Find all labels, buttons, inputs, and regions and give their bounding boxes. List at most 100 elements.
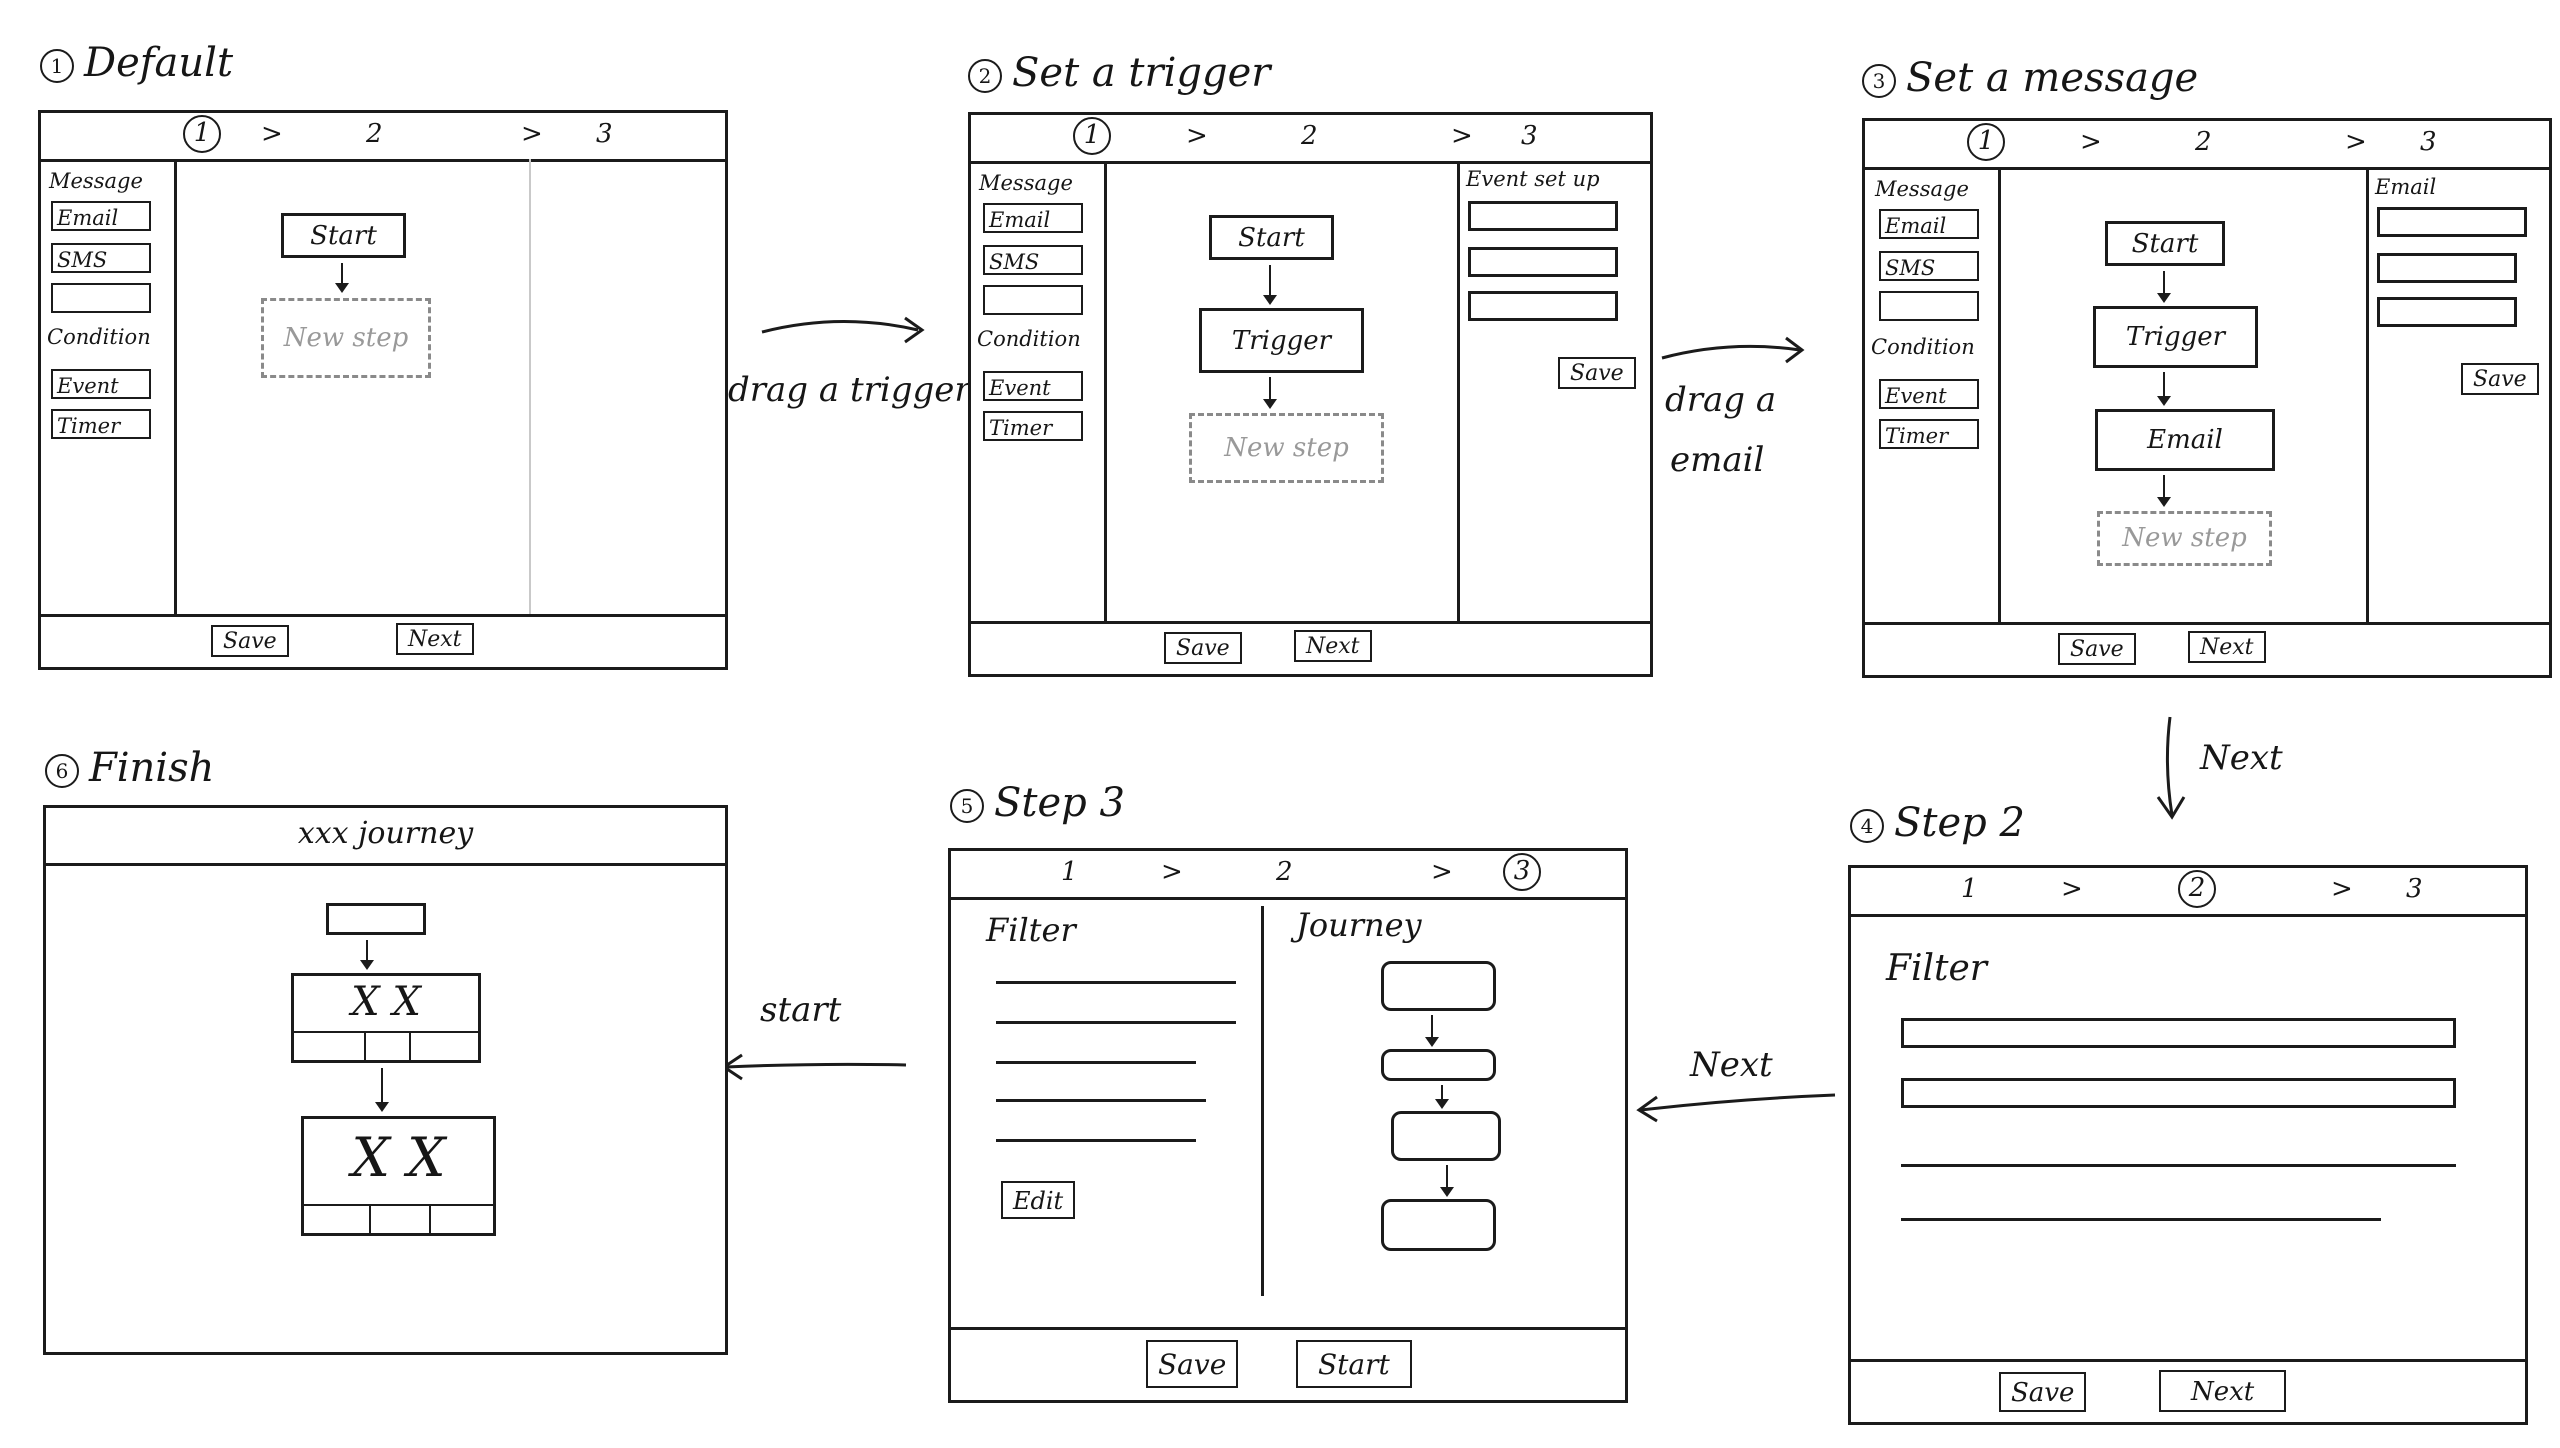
save-button[interactable]: Save	[2058, 633, 2136, 665]
email-chip[interactable]: Email	[983, 203, 1083, 233]
step-1[interactable]: 1	[1061, 857, 1078, 887]
flow-label-drag-trigger: drag a trigger	[728, 370, 971, 410]
event-chip[interactable]: Event	[983, 371, 1083, 401]
new-step-placeholder[interactable]: New step	[2097, 511, 2272, 566]
sidebar-heading-message: Message	[1875, 177, 1969, 201]
step-3[interactable]: 3	[1521, 121, 1538, 151]
step-sep: >	[2331, 874, 2353, 904]
journey-step-1[interactable]	[1381, 961, 1496, 1011]
filter-field-2[interactable]	[1901, 1078, 2456, 1108]
start-node[interactable]: Start	[281, 213, 406, 258]
step-2[interactable]: 2	[366, 119, 383, 149]
trigger-node[interactable]: Trigger	[2093, 306, 2258, 368]
step-number-badge: 1	[40, 49, 74, 83]
step-indicator: 1 > 2 > 3	[971, 115, 1650, 164]
event-field-1[interactable]	[1468, 201, 1618, 231]
summary-card-2[interactable]: X X	[301, 1116, 496, 1236]
step-indicator: 1 > 2 > 3	[951, 851, 1625, 900]
next-button[interactable]: Next	[2159, 1370, 2287, 1412]
vertical-divider	[1261, 906, 1264, 1296]
timer-chip[interactable]: Timer	[983, 411, 1083, 441]
trigger-node[interactable]: Trigger	[1199, 308, 1364, 373]
email-field-3[interactable]	[2377, 297, 2517, 327]
save-button[interactable]: Save	[1146, 1340, 1239, 1388]
email-node[interactable]: Email	[2095, 409, 2275, 471]
sidebar-heading-condition: Condition	[47, 325, 151, 349]
save-button[interactable]: Save	[1999, 1372, 2087, 1412]
email-chip[interactable]: Email	[51, 201, 151, 231]
sms-chip[interactable]: SMS	[51, 243, 151, 273]
event-chip[interactable]: Event	[51, 369, 151, 399]
panel5-title-text: Step 3	[994, 780, 1125, 826]
sidebar: Message Email SMS Condition Event Timer	[971, 161, 1107, 624]
save-button[interactable]: Save	[1164, 632, 1242, 664]
journey-step-4[interactable]	[1381, 1199, 1496, 1251]
event-save-button[interactable]: Save	[1558, 357, 1636, 389]
card-cell-divider	[364, 1031, 366, 1060]
start-node[interactable]: Start	[1209, 215, 1334, 260]
step-1[interactable]: 1	[183, 115, 221, 153]
email-save-button[interactable]: Save	[2461, 363, 2539, 395]
next-button[interactable]: Next	[396, 623, 474, 655]
step-1[interactable]: 1	[1967, 123, 2005, 161]
sms-chip[interactable]: SMS	[1879, 251, 1979, 281]
footer-bar: Save Next	[1851, 1359, 2525, 1422]
flow-arrow-e	[721, 1053, 907, 1081]
edit-button[interactable]: Edit	[1001, 1181, 1076, 1219]
filter-line	[996, 1061, 1196, 1064]
summary-card-1[interactable]: X X	[291, 973, 481, 1063]
email-field-2[interactable]	[2377, 253, 2517, 283]
event-field-3[interactable]	[1468, 291, 1618, 321]
step-2[interactable]: 2	[1276, 857, 1293, 887]
start-node[interactable]: Start	[2105, 221, 2225, 266]
sidebar-heading-message: Message	[979, 171, 1073, 195]
panel4-title-text: Step 2	[1894, 800, 2025, 846]
step-2[interactable]: 2	[2178, 870, 2216, 908]
save-button[interactable]: Save	[211, 625, 289, 657]
timer-chip[interactable]: Timer	[51, 409, 151, 439]
empty-chip[interactable]	[983, 285, 1083, 315]
flow-arrow-b	[1661, 336, 1805, 364]
email-field-1[interactable]	[2377, 207, 2527, 237]
journey-step-3[interactable]	[1391, 1111, 1501, 1161]
step-3[interactable]: 3	[2420, 127, 2437, 157]
new-step-placeholder[interactable]: New step	[261, 298, 431, 378]
flow-arrow	[375, 1068, 389, 1112]
step-3[interactable]: 3	[596, 119, 613, 149]
step-3[interactable]: 3	[1503, 853, 1541, 891]
summary-start-node[interactable]	[326, 903, 426, 935]
event-chip[interactable]: Event	[1879, 379, 1979, 409]
journey-heading: Journey	[1296, 906, 1422, 944]
filter-line	[996, 1021, 1236, 1024]
panel1-title-text: Default	[84, 40, 234, 86]
footer-bar: Save Next	[1865, 622, 2549, 675]
step-sep: >	[2080, 127, 2102, 157]
next-button[interactable]: Next	[2188, 631, 2266, 663]
flow-arrow-a	[761, 316, 925, 344]
step-2[interactable]: 2	[2195, 127, 2212, 157]
start-button[interactable]: Start	[1296, 1340, 1412, 1388]
step-3[interactable]: 3	[2406, 874, 2423, 904]
email-chip[interactable]: Email	[1879, 209, 1979, 239]
empty-chip[interactable]	[51, 283, 151, 313]
sms-chip[interactable]: SMS	[983, 245, 1083, 275]
flow-label-email: email	[1670, 440, 1765, 480]
empty-chip[interactable]	[1879, 291, 1979, 321]
next-button[interactable]: Next	[1294, 630, 1372, 662]
step-1[interactable]: 1	[1073, 117, 1111, 155]
new-step-placeholder[interactable]: New step	[1189, 413, 1384, 483]
email-setup-title: Email	[2375, 175, 2437, 199]
filter-field-1[interactable]	[1901, 1018, 2456, 1048]
event-field-2[interactable]	[1468, 247, 1618, 277]
step-2[interactable]: 2	[1301, 121, 1318, 151]
step-1[interactable]: 1	[1961, 874, 1978, 904]
flow-label-next: Next	[1690, 1045, 1773, 1085]
journey-step-2[interactable]	[1381, 1049, 1496, 1081]
timer-chip[interactable]: Timer	[1879, 419, 1979, 449]
sidebar-heading-condition: Condition	[977, 327, 1081, 351]
filter-heading: Filter	[986, 911, 1076, 949]
card-divider	[294, 1031, 478, 1033]
flow-arrow	[1263, 265, 1277, 305]
